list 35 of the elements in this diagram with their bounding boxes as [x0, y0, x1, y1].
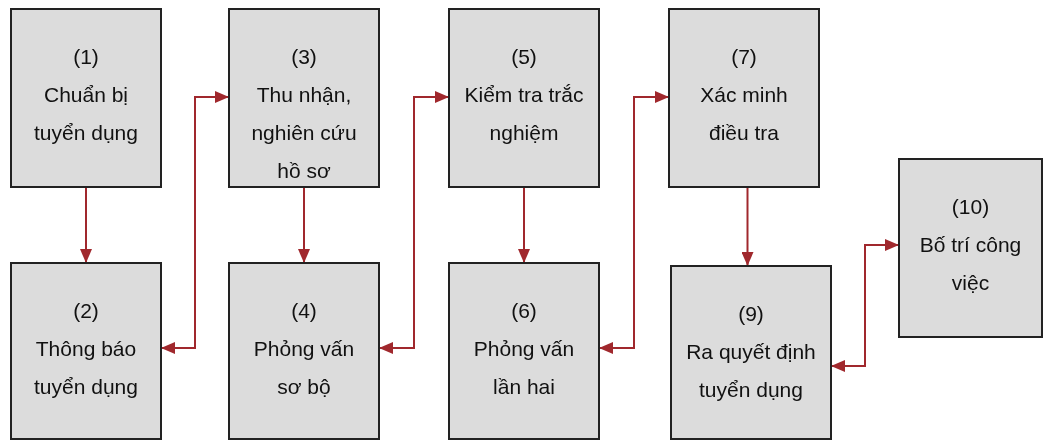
step-label: Chuẩn bị tuyển dụng [33, 82, 139, 146]
arrow [831, 239, 899, 372]
step-label: Ra quyết định tuyển dụng [685, 339, 817, 403]
arrow [161, 91, 229, 354]
step-label: Bố trí công việc [918, 232, 1023, 296]
arrow [298, 187, 310, 263]
step-label: Phỏng vấn lần hai [472, 336, 576, 400]
step-number: (7) [731, 44, 757, 70]
step-number: (5) [511, 44, 537, 70]
arrow [599, 91, 669, 354]
process-box [228, 262, 380, 440]
step-label: Thông báo tuyển dụng [33, 336, 139, 400]
process-box [448, 262, 600, 440]
process-box [668, 8, 820, 188]
step-label: Phỏng vấn sơ bộ [252, 336, 356, 400]
process-box [448, 8, 600, 188]
step-number: (10) [951, 194, 990, 220]
process-box [228, 8, 380, 188]
process-box [670, 265, 832, 440]
arrow [518, 187, 530, 263]
arrow [741, 187, 754, 266]
process-box [10, 8, 162, 188]
process-box [898, 158, 1043, 338]
step-number: (4) [291, 298, 317, 324]
process-box [10, 262, 162, 440]
step-label: Xác minh điều tra [699, 82, 789, 146]
step-number: (2) [73, 298, 99, 324]
step-number: (1) [73, 44, 99, 70]
step-number: (3) [291, 44, 317, 70]
step-number: (6) [511, 298, 537, 324]
arrow [379, 91, 449, 354]
step-label: Kiểm tra trắc nghiệm [463, 82, 585, 146]
step-label: Thu nhận, nghiên cứu hồ sơ [250, 82, 358, 184]
arrow [80, 187, 92, 263]
step-number: (9) [738, 301, 764, 327]
